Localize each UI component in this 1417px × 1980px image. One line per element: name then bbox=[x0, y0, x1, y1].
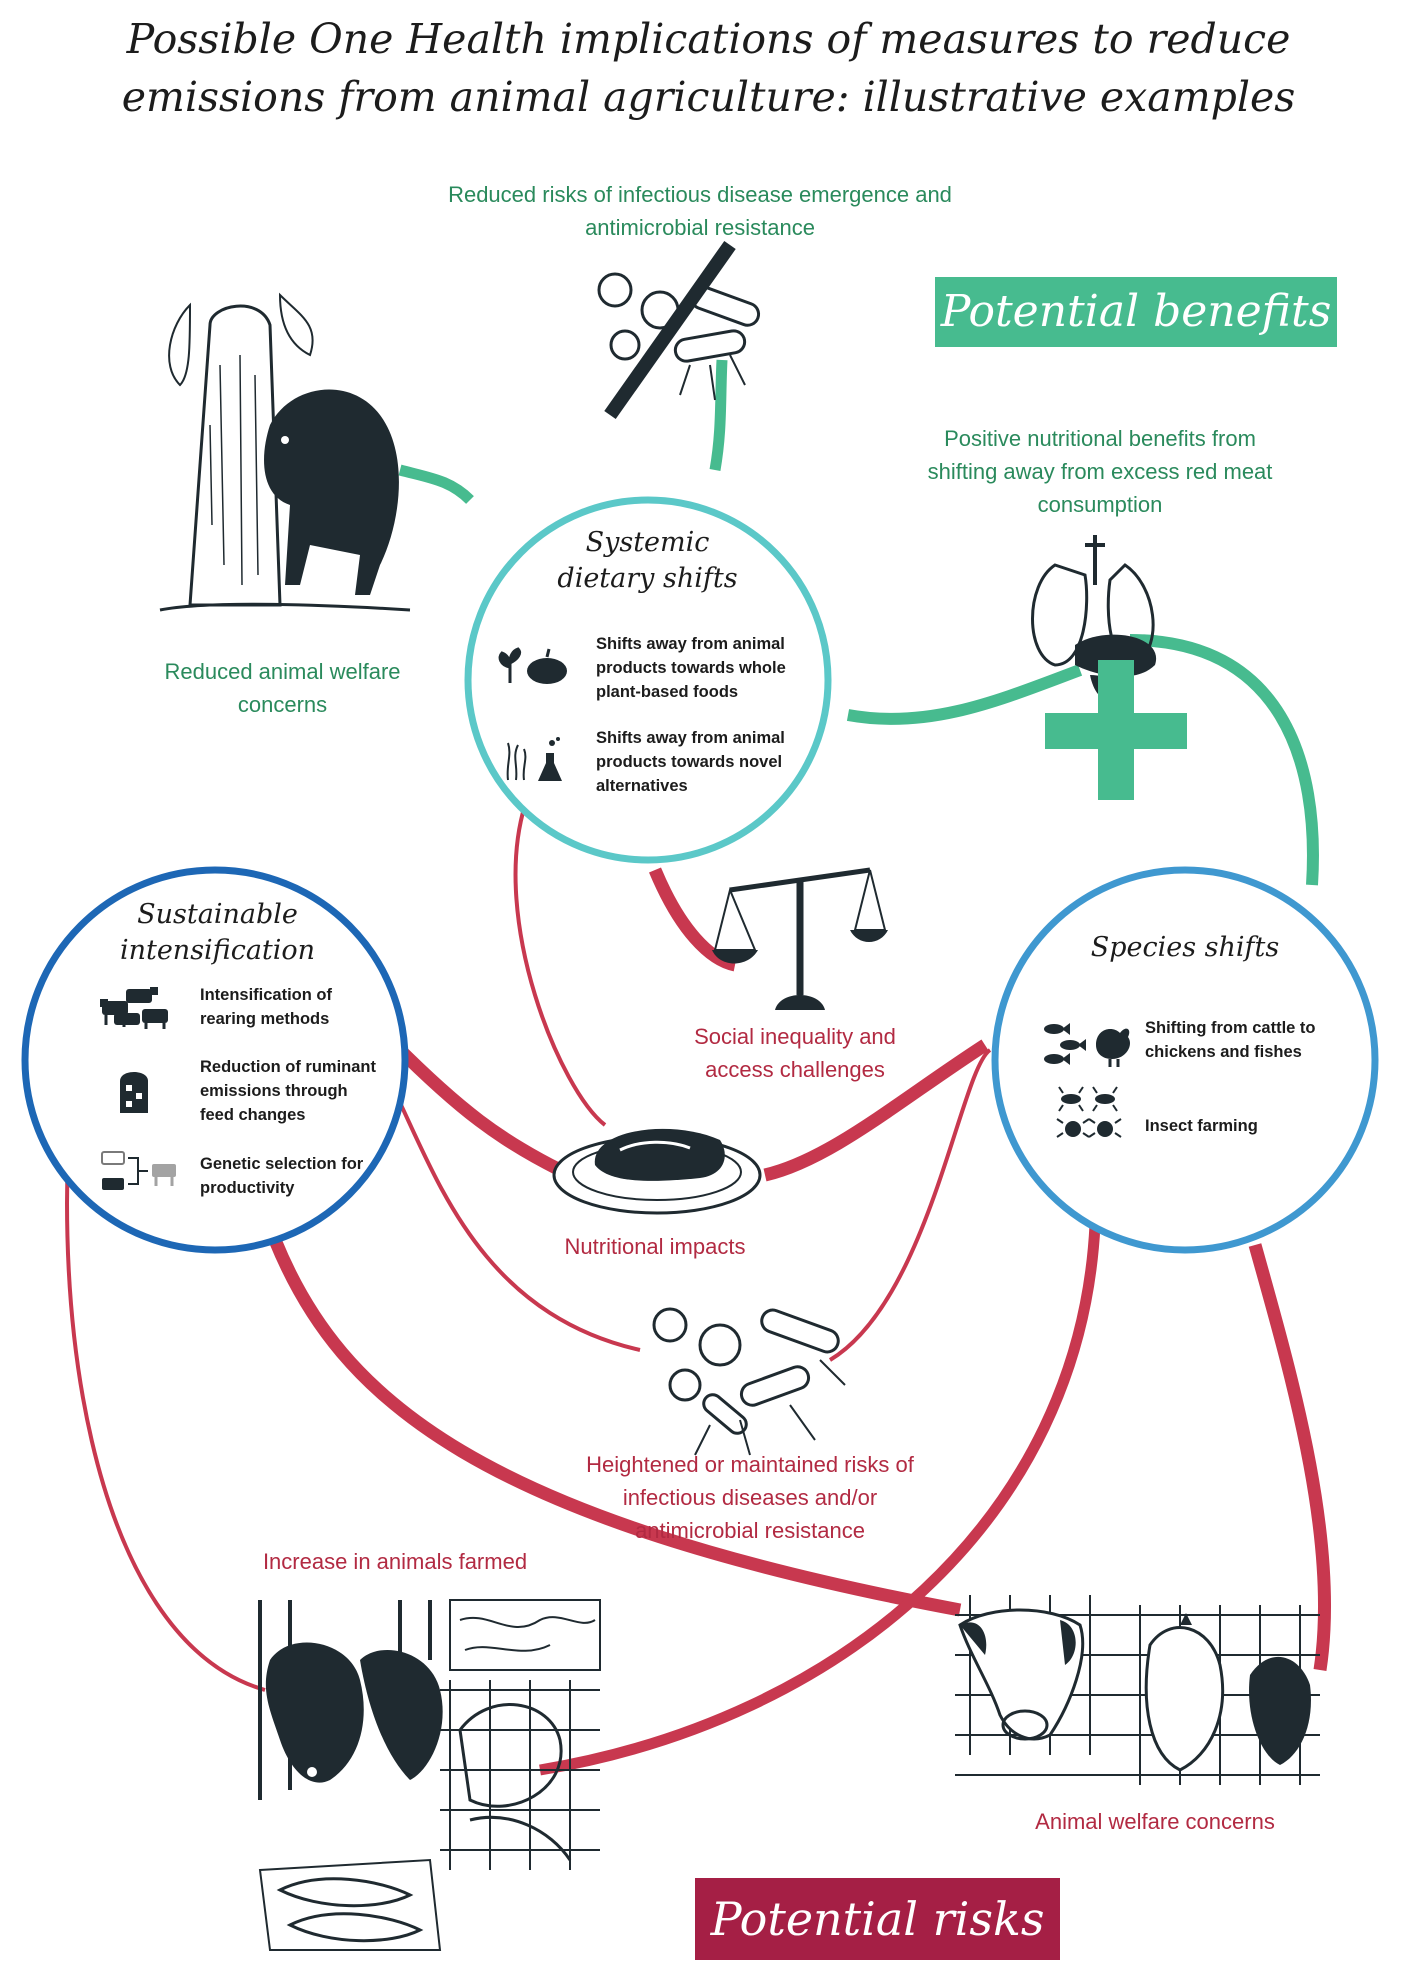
steak-plate-illustration bbox=[550, 1110, 765, 1220]
connector-intensification-to-welfare-risk bbox=[268, 1237, 962, 1617]
benefit-infectious-label: Reduced risks of infectious disease emer… bbox=[448, 182, 952, 240]
species-item-chicken-fish: Shifting from cattle to chickens and fis… bbox=[1145, 1019, 1316, 1061]
risk-infectious-label: Heightened or maintained risks of infect… bbox=[586, 1452, 914, 1543]
potential-risks-banner: Potential risks bbox=[695, 1878, 1060, 1960]
risk-nutritional-label: Nutritional impacts bbox=[564, 1234, 746, 1259]
dietary-item-novel: Shifts away from animal products towards… bbox=[596, 729, 785, 795]
fish-chicken-icon bbox=[1040, 1015, 1135, 1070]
farmed-animals-collage bbox=[250, 1590, 610, 1960]
tree-cow-illustration bbox=[150, 265, 430, 635]
benefit-nutrition-label: Positive nutritional benefits from shift… bbox=[927, 426, 1273, 517]
cattle-herd-icon bbox=[98, 985, 173, 1030]
intensification-item-genetic: Genetic selection for productivity bbox=[200, 1155, 364, 1197]
risk-inequality-label: Social inequality and access challenges bbox=[694, 1024, 896, 1082]
connector-species-to-animals-farmed bbox=[539, 1224, 1101, 1776]
connector-nutrition-to-species bbox=[1129, 634, 1319, 886]
species-circle-title: Species shifts bbox=[1090, 932, 1280, 963]
title-line-1: Possible One Health implications of meas… bbox=[126, 15, 1291, 63]
microbes-illustration bbox=[640, 1290, 860, 1460]
risk-animals-farmed-label: Increase in animals farmed bbox=[262, 1549, 528, 1574]
connector-species-to-plate bbox=[763, 1039, 989, 1182]
scales-illustration bbox=[710, 850, 890, 1015]
genetic-selection-icon bbox=[98, 1148, 183, 1198]
intensification-item-feed: Reduction of ruminant emissions through … bbox=[200, 1058, 376, 1124]
connector-dietary-to-welfare-benefit bbox=[398, 464, 474, 505]
connector-species-to-infectious-risk bbox=[828, 1048, 992, 1362]
seaweed-flask-icon bbox=[500, 735, 575, 785]
silo-icon bbox=[118, 1067, 150, 1115]
connector-species-to-welfare-risk bbox=[1248, 1243, 1332, 1671]
intensification-ring bbox=[21, 866, 409, 1254]
risk-welfare-label: Animal welfare concerns bbox=[1035, 1809, 1275, 1834]
dietary-item-plant-based: Shifts away from animal products towards… bbox=[596, 635, 786, 701]
intensification-circle-title: Sustainable intensification bbox=[119, 899, 316, 966]
species-item-insects: Insect farming bbox=[1145, 1117, 1258, 1135]
insects-icon bbox=[1055, 1085, 1125, 1145]
potential-benefits-banner: Potential benefits bbox=[935, 277, 1337, 347]
dietary-circle-title: Systemic dietary shifts bbox=[557, 527, 738, 594]
benefit-welfare-label: Reduced animal welfare concerns bbox=[164, 659, 401, 717]
organs-health-plus-illustration bbox=[1015, 525, 1215, 805]
title-line-2: emissions from animal agriculture: illus… bbox=[121, 73, 1296, 121]
connector-dietary-to-infectious-benefit bbox=[709, 359, 728, 471]
crossed-microbes-illustration bbox=[580, 235, 780, 425]
intensification-item-rearing: Intensification of rearing methods bbox=[200, 986, 332, 1028]
caged-animals-illustration bbox=[950, 1585, 1330, 1795]
plant-pumpkin-icon bbox=[492, 645, 572, 685]
dietary-ring bbox=[464, 496, 832, 864]
connector-dietary-to-plate bbox=[513, 804, 607, 1127]
connector-dietary-to-nutrition-benefit bbox=[846, 664, 1083, 725]
page-title: Possible One Health implications of meas… bbox=[0, 10, 1417, 126]
species-ring bbox=[991, 866, 1379, 1254]
connector-intensification-to-plate bbox=[390, 1040, 563, 1176]
